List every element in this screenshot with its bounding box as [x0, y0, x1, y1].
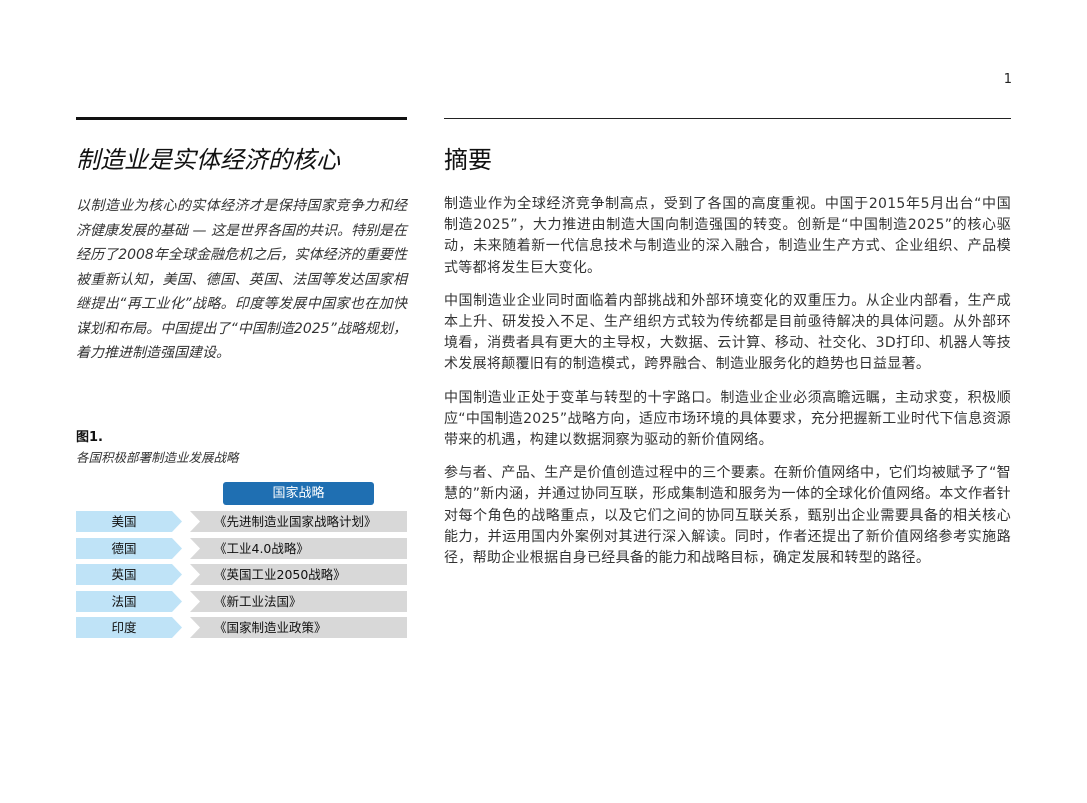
strategy-label: 《英国工业2050战略》 — [190, 564, 407, 585]
summary-paragraph: 参与者、产品、生产是价值创造过程中的三个要素。在新价值网络中，它们均被赋予了“智… — [444, 465, 1011, 567]
section-title: 制造业是实体经济的核心 — [76, 146, 340, 174]
country-label: 美国 — [76, 511, 182, 532]
summary-title: 摘要 — [444, 146, 492, 174]
intro-text: 以制造业为核心的实体经济才是保持国家竞争力和经济健康发展的基础 — 这是世界各国… — [76, 198, 407, 361]
summary-paragraph: 中国制造业正处于变革与转型的十字路口。制造业企业必须高瞻远瞩，主动求变，积极顺应… — [444, 389, 1011, 449]
figure-row: 法国 《新工业法国》 — [76, 591, 407, 612]
figure-row: 印度 《国家制造业政策》 — [76, 617, 407, 638]
country-label: 法国 — [76, 591, 182, 612]
figure-row: 美国 《先进制造业国家战略计划》 — [76, 511, 407, 532]
summary-paragraph: 中国制造业企业同时面临着内部挑战和外部环境变化的双重压力。从企业内部看，生产成本… — [444, 292, 1011, 373]
figure-label: 图1. — [76, 430, 103, 445]
summary-paragraph: 制造业作为全球经济竞争制高点，受到了各国的高度重视。中国于2015年5月出台“中… — [444, 196, 1011, 276]
figure-row: 英国 《英国工业2050战略》 — [76, 564, 407, 585]
figure-header-badge: 国家战略 — [223, 482, 374, 505]
strategy-label: 《国家制造业政策》 — [190, 617, 407, 638]
country-label: 德国 — [76, 538, 182, 559]
left-top-rule — [76, 117, 407, 120]
country-label: 印度 — [76, 617, 182, 638]
strategy-label: 《新工业法国》 — [190, 591, 407, 612]
figure-row: 德国 《工业4.0战略》 — [76, 538, 407, 559]
figure-caption: 各国积极部署制造业发展战略 — [76, 450, 239, 465]
country-label: 英国 — [76, 564, 182, 585]
summary-body: 制造业作为全球经济竞争制高点，受到了各国的高度重视。中国于2015年5月出台“中… — [444, 194, 1011, 581]
right-top-rule — [444, 118, 1011, 119]
strategy-figure: 国家战略 美国 《先进制造业国家战略计划》 德国 《工业4.0战略》 英国 《英… — [76, 482, 407, 642]
strategy-label: 《先进制造业国家战略计划》 — [190, 511, 407, 532]
strategy-label: 《工业4.0战略》 — [190, 538, 407, 559]
page-number: 1 — [1003, 72, 1012, 87]
